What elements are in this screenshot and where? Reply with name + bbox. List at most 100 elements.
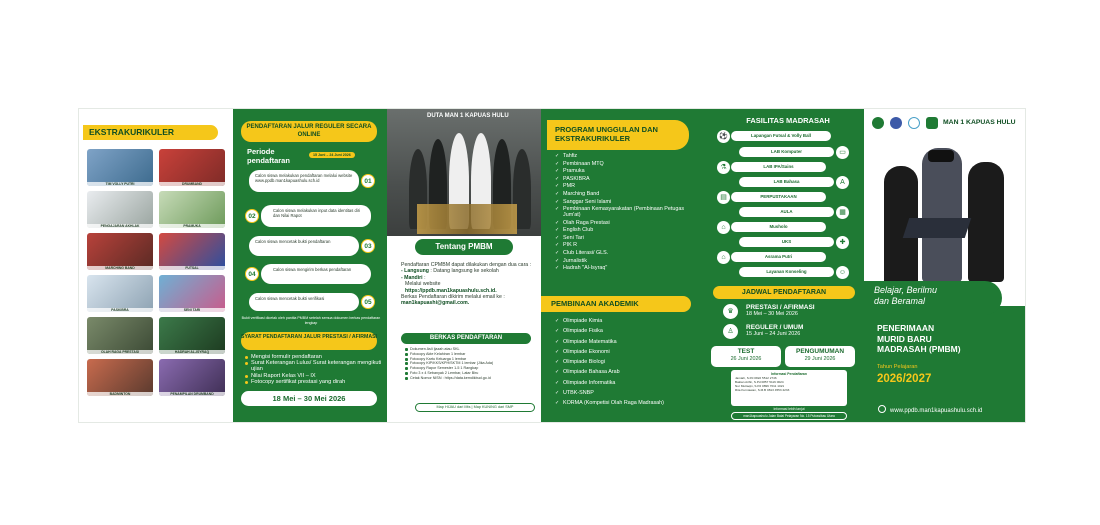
photo-caption: MARCHING BAND bbox=[87, 266, 153, 270]
globe-icon bbox=[878, 405, 886, 413]
photo-caption: OLAH RAGA PRESTASI bbox=[87, 350, 153, 354]
program-item: Jurnalistik bbox=[555, 258, 700, 266]
prestasi-date: 18 Mei – 30 Mei 2026 bbox=[746, 311, 798, 317]
program-item: Pembinaan MTQ bbox=[555, 161, 700, 169]
photo-marching-band: MARCHING BAND bbox=[87, 233, 153, 270]
jadwal-pengumuman: PENGUMUMAN 29 Juni 2026 bbox=[785, 346, 855, 367]
dorm-icon: ⌂ bbox=[717, 251, 730, 264]
kemenag-logo bbox=[872, 117, 884, 129]
syarat-item: Surat Keterangan Lulus/ Surat keterangan… bbox=[245, 360, 383, 372]
tagline-line-1: Belajar, Berilmu bbox=[874, 285, 938, 295]
fasilitas-item: LAB Bahasa bbox=[739, 177, 834, 187]
test-date: 26 Juni 2026 bbox=[730, 356, 762, 362]
step-text: Calon siswa melakukan input data identit… bbox=[273, 208, 361, 218]
book-icon: ▤ bbox=[717, 191, 730, 204]
brochure-sheet: EKSTRAKURIKULER TIM VOLLY PUTRI DRUMBAND… bbox=[79, 109, 1025, 422]
maps-note: Map HIJAU dari Mts | Map KUNING dari SMP bbox=[415, 403, 535, 412]
pengumuman-title: PENGUMUMAN bbox=[795, 348, 845, 355]
photo-caption: PENAMPILAN DRUMBAND bbox=[159, 392, 225, 396]
step-5: Calon siswa mencetak bukti verifikasi bbox=[249, 293, 359, 311]
berkas-item: Fotocopy Kartu Keluarga 1 lembar bbox=[405, 357, 539, 362]
step-text: Calon siswa mencetak bukti verifikasi bbox=[255, 296, 325, 301]
periode-date: 15 Juni – 24 Juni 2026 bbox=[309, 152, 355, 158]
email-link[interactable]: man1kapuashi@gmail.com. bbox=[401, 300, 470, 307]
duta-title: DUTA MAN 1 KAPUAS HULU bbox=[427, 113, 509, 119]
website-footer[interactable]: www.ppdb.man1kapuashulu.sch.id bbox=[878, 405, 982, 414]
madrasah-logo bbox=[890, 117, 902, 129]
program-heading: PROGRAM UNGGULAN DAN EKSTRAKURIKULER bbox=[547, 120, 689, 150]
peci-cap bbox=[928, 150, 954, 162]
tagline-line-2: dan Beramal bbox=[874, 296, 926, 306]
reguler-title: REGULER / UMUM bbox=[746, 324, 804, 331]
pengumuman-date: 29 Juni 2026 bbox=[804, 356, 836, 362]
program-item: PASKIBRA bbox=[555, 176, 700, 184]
jadwal-reguler: REGULER / UMUM 15 Juni – 24 Juni 2026 bbox=[746, 324, 803, 337]
program-item: Seni Tari bbox=[555, 235, 700, 243]
program-item: Tahfiz bbox=[555, 153, 700, 161]
berkas-item: Fotocopy KIP/KKS/KPH/SKTM 1 lembar (Jika… bbox=[405, 361, 539, 366]
logo-row bbox=[872, 116, 938, 130]
website-url[interactable]: www.ppdb.man1kapuashulu.sch.id bbox=[890, 408, 983, 414]
jadwal-heading: JADWAL PENDAFTARAN bbox=[713, 286, 855, 299]
program-item: PIK R bbox=[555, 242, 700, 250]
berkas-item: Fotocopy Rapor Semester 1-5 1 Rangkap bbox=[405, 366, 539, 371]
berkas-list: Dokumen Asli Ijazah atau SKL Fotocopy Ak… bbox=[405, 347, 539, 381]
akademik-item: Olimpiade Biologi bbox=[555, 357, 700, 368]
instagram-address[interactable]: man1kapuashulu Jalan Balai Pelayaran No.… bbox=[731, 412, 847, 420]
photo-drumband: DRUMBAND bbox=[159, 149, 225, 186]
more-info-label: Informasi lebih lanjut bbox=[773, 407, 805, 411]
akademik-item: Olimpiade Fisika bbox=[555, 326, 700, 337]
ekstra-photo-grid: TIM VOLLY PUTRI DRUMBAND PENGAJARAN AKHL… bbox=[87, 149, 227, 396]
akademik-item: UTBK-SNBP bbox=[555, 388, 700, 399]
tentang-description: Pendaftaran CPMBM dapat dilakukan dengan… bbox=[401, 262, 537, 307]
user-icon: ♙ bbox=[723, 324, 738, 339]
fasilitas-item: UKS bbox=[739, 237, 834, 247]
akademik-list: Olimpiade Kimia Olimpiade Fisika Olimpia… bbox=[555, 316, 700, 409]
syarat-item: Nilai Raport Kelas VII – IX bbox=[245, 373, 383, 379]
email-label: Berkas Pendaftaran dikirim melalui email… bbox=[401, 294, 505, 301]
photo-paskibra: PASKIBRA bbox=[87, 275, 153, 312]
program-item: Sanggar Seni Islami bbox=[555, 199, 700, 207]
tentang-heading: Tentang PMBM bbox=[415, 239, 513, 255]
akademik-item: Olimpiade Kimia bbox=[555, 316, 700, 327]
hall-icon: ▦ bbox=[836, 206, 849, 219]
tagline: Belajar, Berilmu dan Beramal bbox=[864, 281, 1002, 315]
photo-caption: PRAMUKA bbox=[159, 224, 225, 228]
akademik-item: Olimpiade Matematika bbox=[555, 337, 700, 348]
photo-penampilan-drumband: PENAMPILAN DRUMBAND bbox=[159, 359, 225, 396]
contact-row: Rita Kurniawan, S.M.B 0813 4553 2233 bbox=[735, 388, 790, 393]
akademik-item: Olimpiade Informatika bbox=[555, 378, 700, 389]
contact-row: Bakian Arifin, S.Pd 0857 5116 0024 bbox=[735, 380, 784, 385]
fasilitas-item: Layanan Konseling bbox=[739, 267, 834, 277]
panel-pendaftaran: PENDAFTARAN JALUR REGULER SECARA ONLINE … bbox=[233, 109, 387, 422]
akademik-item: Olimpiade Ekonomi bbox=[555, 347, 700, 358]
madrasah-hebat-logo bbox=[908, 117, 920, 129]
laptop bbox=[902, 218, 972, 238]
panel-cover: MAN 1 KAPUAS HULU Belajar, Berilmu dan B… bbox=[864, 109, 1025, 422]
program-item: Marching Band bbox=[555, 191, 700, 199]
ekstrakurikuler-heading: EKSTRAKURIKULER bbox=[83, 125, 218, 140]
step-3: Calon siswa mencetak bukti pendaftaran bbox=[249, 236, 359, 256]
berkas-heading: BERKAS PENDAFTARAN bbox=[401, 333, 531, 344]
photo-hadrah: HADRAH AL-ISYRAQ bbox=[159, 317, 225, 354]
photo-pengajaran-akhlak: PENGAJARAN AKHLAK bbox=[87, 191, 153, 228]
fasilitas-heading: FASILITAS MADRASAH bbox=[746, 116, 830, 125]
photo-caption: HADRAH AL-ISYRAQ bbox=[159, 350, 225, 354]
program-item: English Club bbox=[555, 227, 700, 235]
berkas-item: Dokumen Asli Ijazah atau SKL bbox=[405, 347, 539, 352]
mandiri-text: : bbox=[424, 274, 426, 281]
website-link[interactable]: https://ppdb.man1kapuashulu.sch.id. bbox=[405, 287, 497, 294]
cover-green-base bbox=[864, 306, 1025, 422]
contact-title: Informasi Pendaftaran bbox=[771, 372, 807, 376]
mosque-icon: ⌂ bbox=[717, 221, 730, 234]
jadwal-test: TEST 26 Juni 2026 bbox=[711, 346, 781, 367]
language-icon: A bbox=[836, 176, 849, 189]
fasilitas-item: AULA bbox=[739, 207, 834, 217]
pmbm-title: PENERIMAAN MURID BARU MADRASAH (PMBM) bbox=[877, 323, 1022, 355]
contact-row: Nur Muttaqin, S.Pd 0896 7011 1021 bbox=[735, 384, 785, 389]
panel-fasilitas: FASILITAS MADRASAH ⚽ Lapangan Futsal & V… bbox=[703, 109, 864, 422]
fasilitas-item: PERPUSTAKAAN bbox=[731, 192, 826, 202]
pmbm-line-2: MURID BARU bbox=[877, 333, 932, 344]
student-figure bbox=[968, 162, 1004, 282]
step-number: 04 bbox=[245, 267, 259, 281]
